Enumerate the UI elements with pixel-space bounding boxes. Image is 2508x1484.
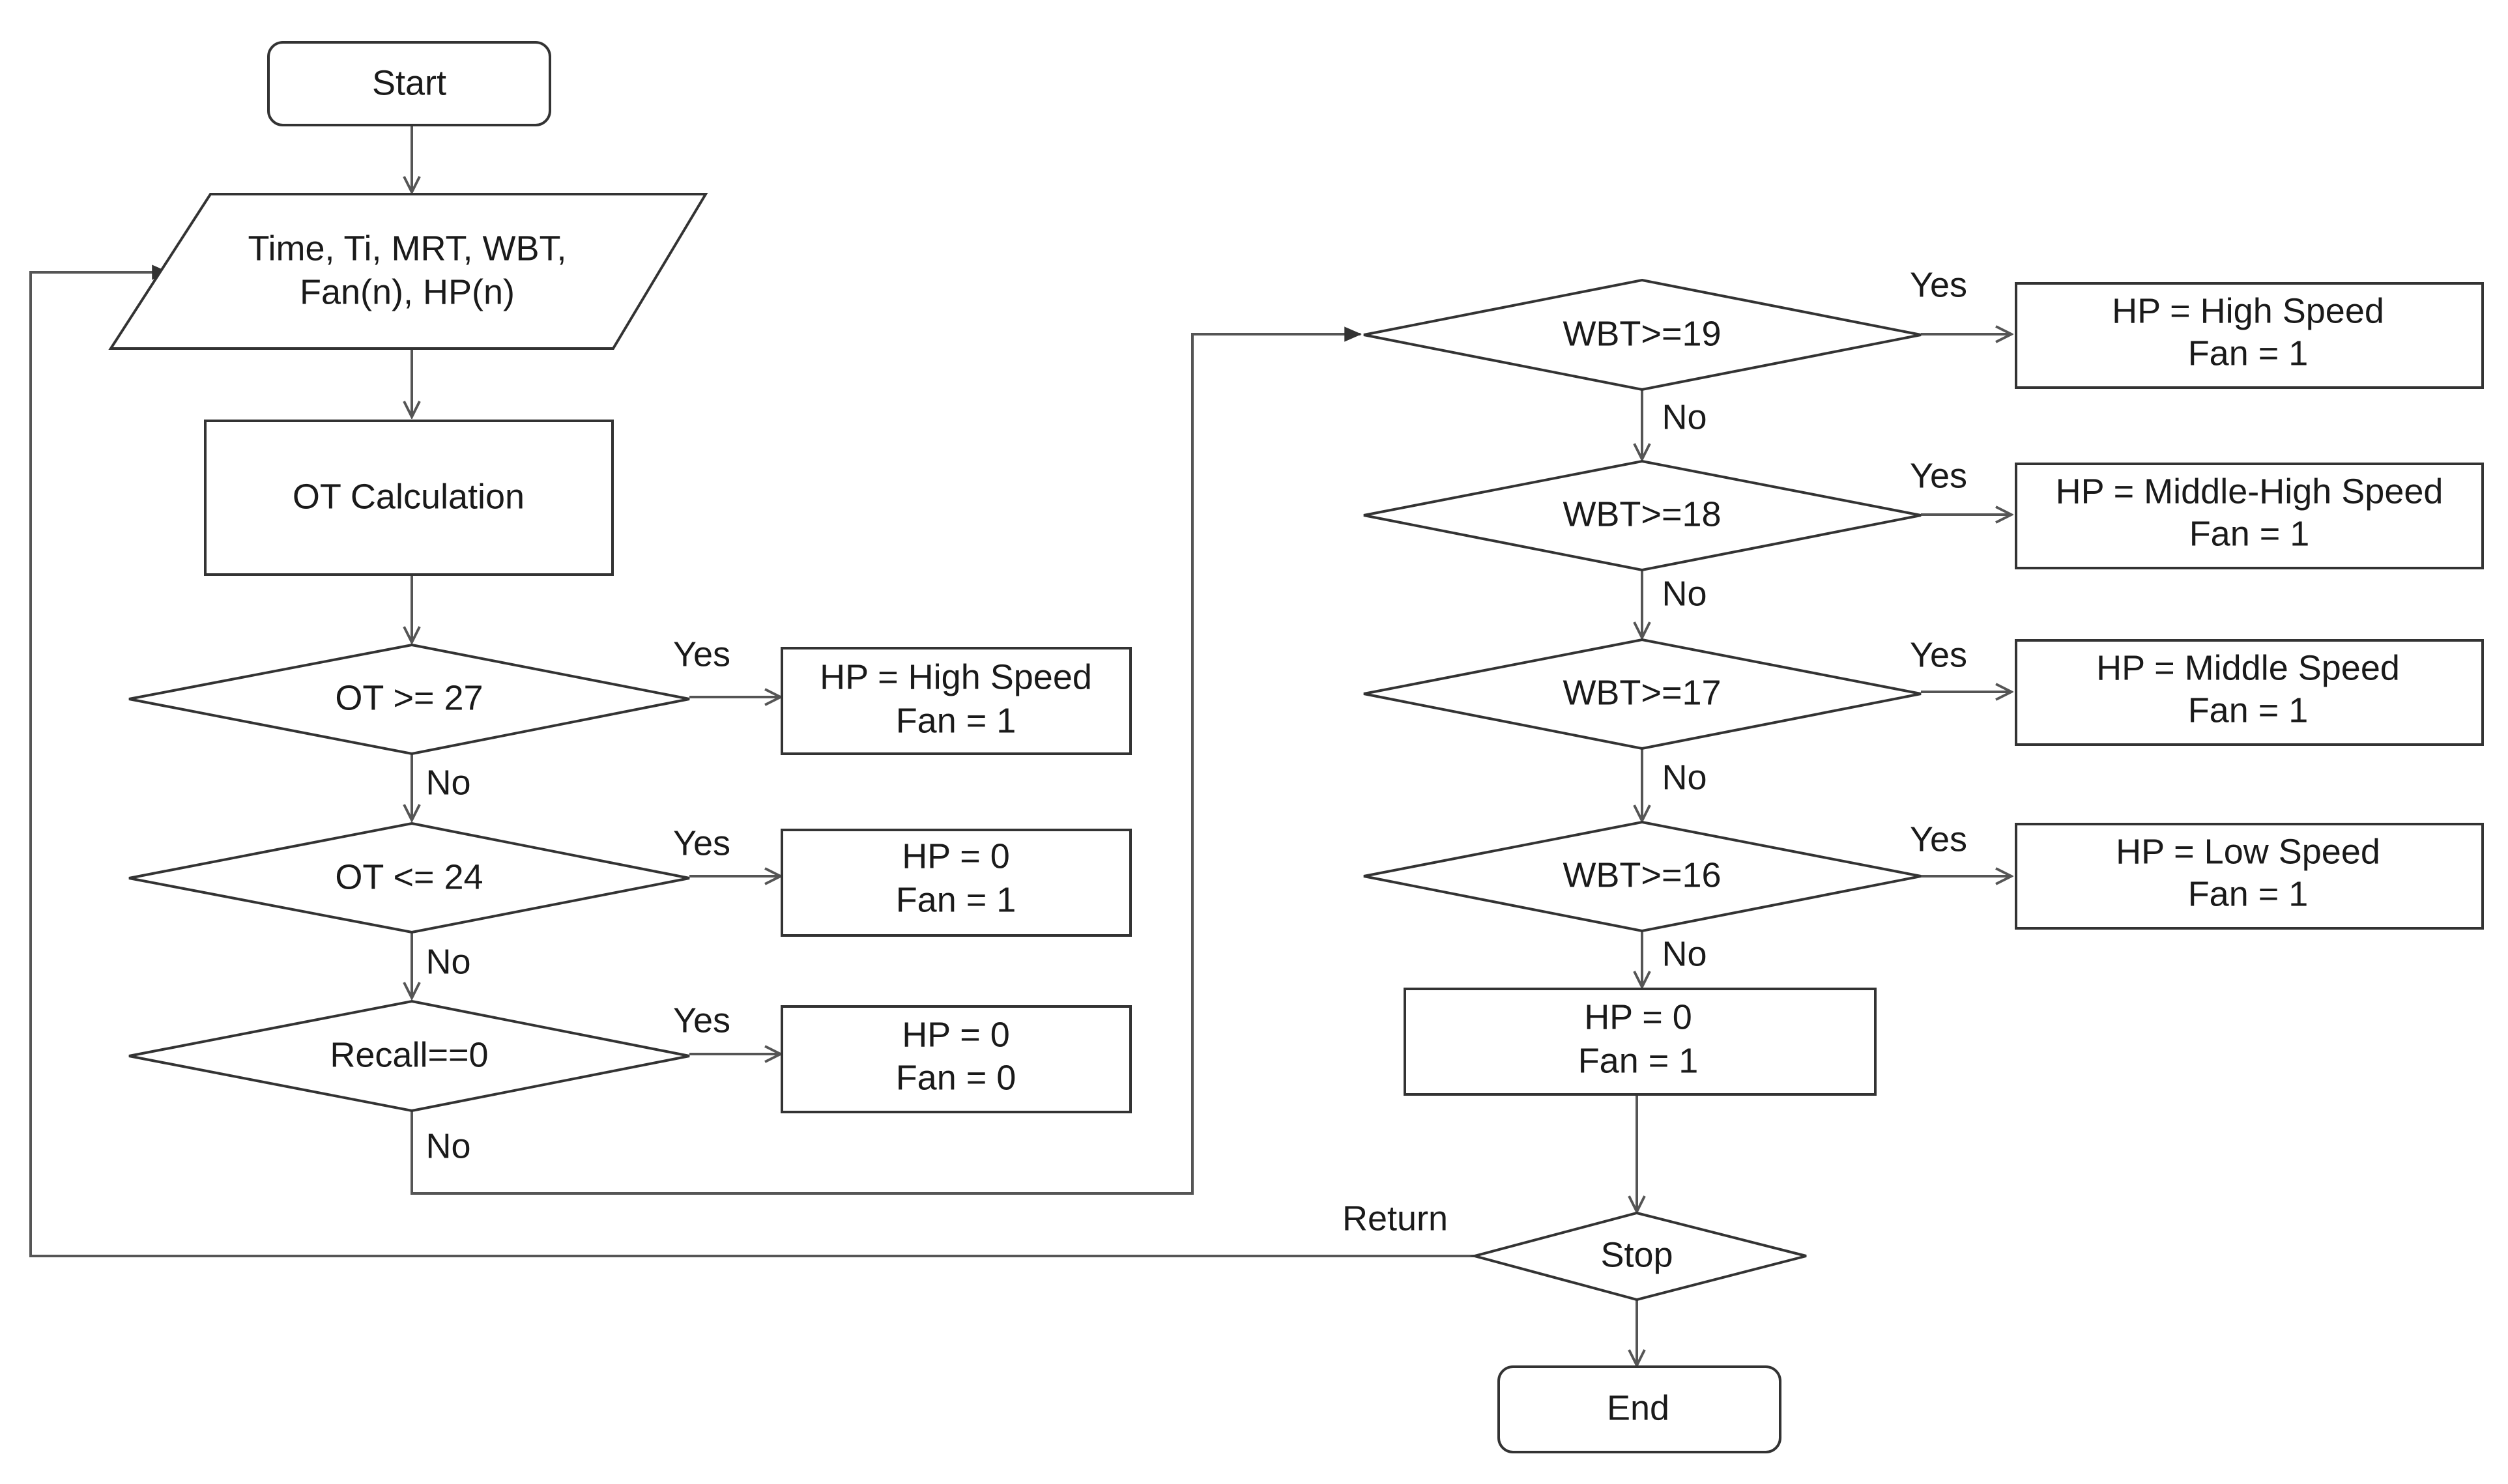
result-ot27-line1: HP = High Speed (820, 657, 1092, 696)
inputs-label-line1: Time, Ti, MRT, WBT, (248, 229, 566, 268)
decision-wbt-16-label: WBT>=16 (1563, 855, 1721, 894)
ot-calculation-process: OT Calculation (204, 420, 614, 576)
edge-labels: Yes No Yes No Yes No Yes No Yes No Yes N… (425, 265, 1967, 1238)
no-label-wbt18: No (1662, 574, 1707, 613)
decision-wbt-17: WBT>=17 (1363, 638, 1922, 750)
result-default-line2: Fan = 1 (1578, 1041, 1699, 1080)
yes-label-wbt19: Yes (1910, 265, 1967, 304)
result-wbt19-line1: HP = High Speed (2112, 291, 2384, 330)
decision-wbt-19-label: WBT>=19 (1563, 314, 1721, 353)
result-wbt18-line2: Fan = 1 (2189, 514, 2310, 553)
decision-wbt-16: WBT>=16 (1363, 820, 1922, 933)
stop-label: Stop (1600, 1235, 1673, 1274)
stop-decision: Stop (1469, 1211, 1807, 1302)
start-terminal: Start (267, 41, 551, 126)
result-wbt18-line1: HP = Middle-High Speed (2056, 472, 2443, 511)
no-label-wbt16: No (1662, 934, 1707, 973)
yes-label-ot27: Yes (673, 635, 730, 674)
return-label: Return (1342, 1199, 1448, 1238)
result-ot24-line2: Fan = 1 (896, 880, 1016, 919)
ot-calculation-label: OT Calculation (293, 477, 525, 516)
yes-label-wbt17: Yes (1910, 635, 1967, 674)
result-wbt19-line2: Fan = 1 (2188, 334, 2309, 373)
start-label: Start (372, 63, 446, 102)
no-label-ot27: No (425, 763, 470, 802)
decision-recall: Recall==0 (128, 999, 690, 1113)
result-wbt16-line2: Fan = 1 (2188, 874, 2309, 913)
decision-wbt-17-label: WBT>=17 (1563, 673, 1721, 712)
yes-label-wbt16: Yes (1910, 820, 1967, 859)
arrow-return-loop (29, 264, 1475, 1257)
decision-recall-label: Recall==0 (330, 1035, 488, 1074)
result-wbt19: HP = High Speed Fan = 1 (2015, 282, 2484, 389)
result-wbt16-line1: HP = Low Speed (2116, 832, 2380, 871)
yes-label-recall: Yes (673, 1001, 730, 1040)
result-wbt17-line2: Fan = 1 (2188, 691, 2309, 730)
no-label-ot24: No (425, 942, 470, 981)
result-wbt17: HP = Middle Speed Fan = 1 (2015, 639, 2484, 746)
result-ot24-line1: HP = 0 (902, 836, 1010, 876)
connectors (29, 125, 2011, 1365)
result-default: HP = 0 Fan = 1 (1404, 988, 1877, 1096)
result-ot27-line2: Fan = 1 (896, 701, 1016, 740)
result-wbt16: HP = Low Speed Fan = 1 (2015, 823, 2484, 930)
decision-ot-ge-27-label: OT >= 27 (335, 678, 483, 717)
end-terminal: End (1497, 1365, 1781, 1453)
decision-wbt-19: WBT>=19 (1363, 278, 1922, 392)
decision-ot-ge-27: OT >= 27 (128, 643, 690, 756)
result-wbt17-line1: HP = Middle Speed (2096, 648, 2400, 687)
result-recall: HP = 0 Fan = 0 (781, 1005, 1132, 1113)
inputs-parallelogram: Time, Ti, MRT, WBT, Fan(n), HP(n) (108, 193, 708, 350)
decision-wbt-18-label: WBT>=18 (1563, 494, 1721, 534)
result-ot24: HP = 0 Fan = 1 (781, 829, 1132, 937)
result-ot27: HP = High Speed Fan = 1 (781, 647, 1132, 755)
decision-ot-le-24-label: OT <= 24 (335, 857, 483, 896)
end-label: End (1607, 1388, 1669, 1427)
no-label-wbt19: No (1662, 397, 1707, 436)
result-recall-line2: Fan = 0 (896, 1058, 1016, 1097)
decision-ot-le-24: OT <= 24 (128, 821, 690, 934)
decision-wbt-18: WBT>=18 (1363, 459, 1922, 572)
result-wbt18: HP = Middle-High Speed Fan = 1 (2015, 463, 2484, 569)
inputs-label-line2: Fan(n), HP(n) (300, 272, 515, 311)
yes-label-ot24: Yes (673, 823, 730, 863)
result-recall-line1: HP = 0 (902, 1015, 1010, 1054)
result-default-line1: HP = 0 (1584, 997, 1692, 1036)
yes-label-wbt18: Yes (1910, 456, 1967, 495)
no-label-recall: No (425, 1126, 470, 1165)
arrow-d-recall-no (411, 326, 1362, 1195)
no-label-wbt17: No (1662, 758, 1707, 797)
